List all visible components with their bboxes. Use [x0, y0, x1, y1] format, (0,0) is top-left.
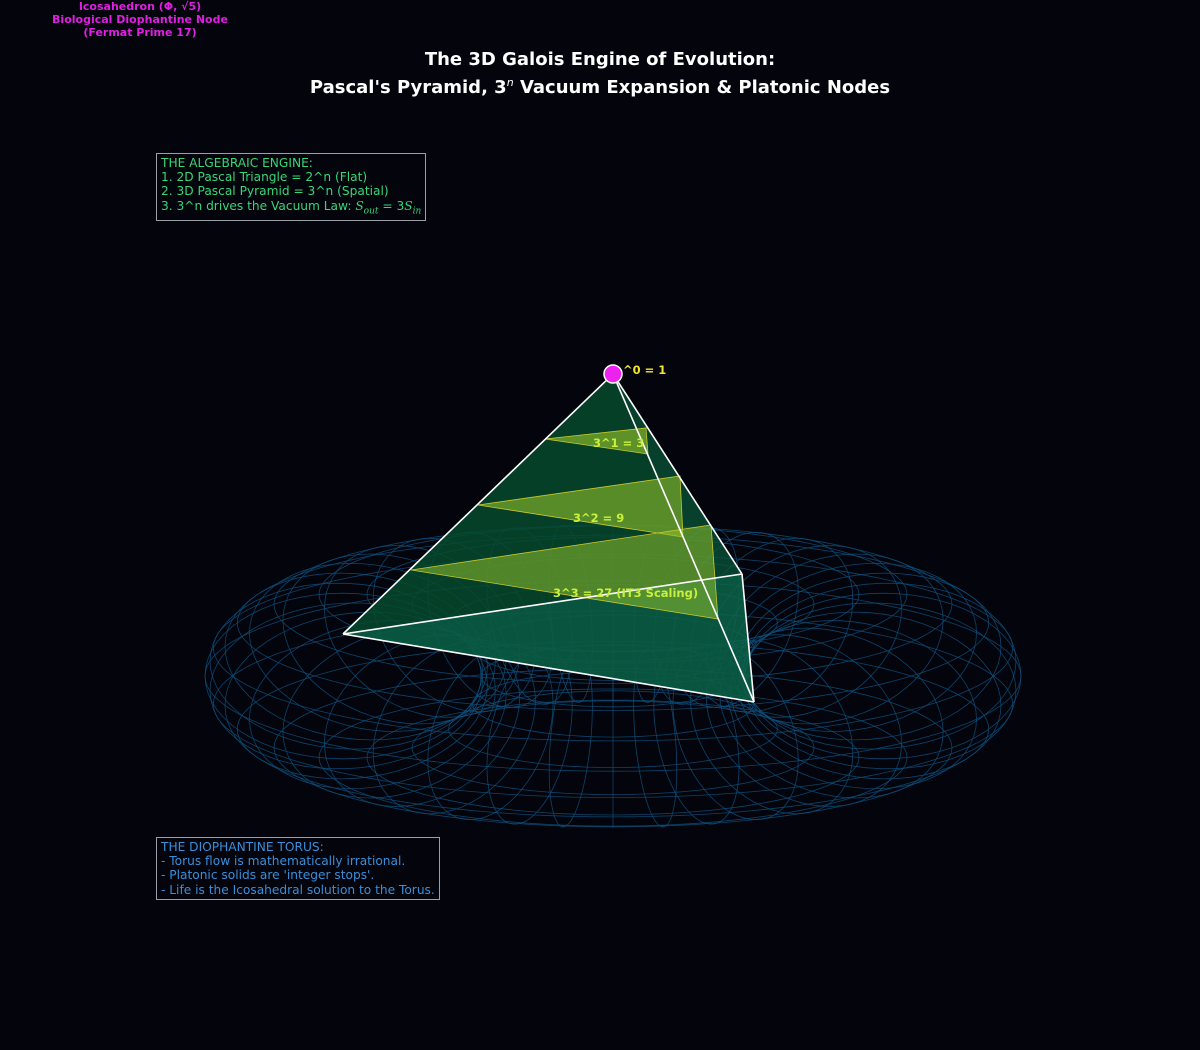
torus-meridian-line	[486, 647, 573, 825]
edge-apex-right	[612, 373, 743, 575]
torus-meridian-line	[249, 620, 496, 790]
torus-meridian-line	[209, 582, 484, 750]
page-title: The 3D Galois Engine of Evolution: Pasca…	[0, 48, 1200, 99]
layer-2-label: 3^2 = 9	[573, 511, 625, 525]
pascal-pyramid	[342, 364, 755, 703]
torus-meridian-line	[324, 634, 521, 807]
title-line-2: Pascal's Pyramid, 3n Vacuum Expansion & …	[309, 76, 891, 98]
engine-line-3: 3. 3^n drives the Vacuum Law: Sout = 3Si…	[161, 198, 422, 217]
edge-apex-left	[342, 373, 614, 635]
icosahedron-node-label: Icosahedron (Φ, √5) Biological Diophanti…	[52, 0, 228, 39]
torus-line-2: - Platonic solids are 'integer stops'.	[161, 868, 375, 883]
diophantine-torus-legend: THE DIOPHANTINE TORUS: - Torus flow is m…	[156, 837, 440, 900]
edge-base-left-front	[342, 633, 755, 703]
torus-meridian-line	[224, 572, 488, 741]
torus-meridian-line	[730, 562, 977, 732]
layer-1-label: 3^1 = 3	[593, 436, 645, 450]
torus-meridian-line	[209, 602, 484, 770]
torus-line-1: - Torus flow is mathematically irrationa…	[161, 854, 406, 869]
torus-meridian-line	[427, 644, 554, 821]
edge-base-right-front	[741, 573, 755, 703]
algebraic-engine-legend: THE ALGEBRAIC ENGINE: 1. 2D Pascal Trian…	[156, 153, 427, 222]
engine-heading: THE ALGEBRAIC ENGINE:	[161, 156, 313, 170]
title-line-1: The 3D Galois Engine of Evolution:	[424, 49, 776, 70]
torus-meridian-line	[282, 627, 507, 799]
torus-meridian-line	[730, 620, 977, 790]
torus-line-3: - Life is the Icosahedral solution to th…	[161, 882, 435, 897]
edge-base-left-right	[342, 573, 743, 635]
torus-meridian-line	[672, 644, 799, 821]
torus-meridian-line	[249, 562, 496, 732]
layer-0-label: ^0 = 1	[623, 363, 667, 377]
torus-meridian-line	[719, 627, 944, 799]
torus-meridian-line	[548, 649, 593, 828]
torus-meridian-line	[372, 639, 536, 815]
engine-line-1: 1. 2D Pascal Triangle = 2^n (Flat)	[161, 170, 368, 185]
torus-meridian-line	[705, 634, 902, 807]
torus-meridian-line	[204, 592, 482, 760]
edge-apex-front	[612, 373, 755, 703]
engine-line-2: 2. 3D Pascal Pyramid = 3^n (Spatial)	[161, 184, 389, 199]
layer-2-plane	[477, 475, 684, 538]
torus-heading: THE DIOPHANTINE TORUS:	[161, 840, 324, 854]
layer-1-plane	[544, 427, 649, 455]
layer-3-label: 3^3 = 27 (IT3 Scaling)	[553, 586, 699, 600]
pyramid-left-face	[343, 374, 754, 702]
icosahedron-node	[603, 364, 623, 384]
torus-meridian-line	[744, 592, 1022, 760]
torus-meridian-line	[224, 611, 488, 780]
torus-meridian-line	[690, 639, 854, 815]
layer-3-plane	[410, 524, 719, 620]
